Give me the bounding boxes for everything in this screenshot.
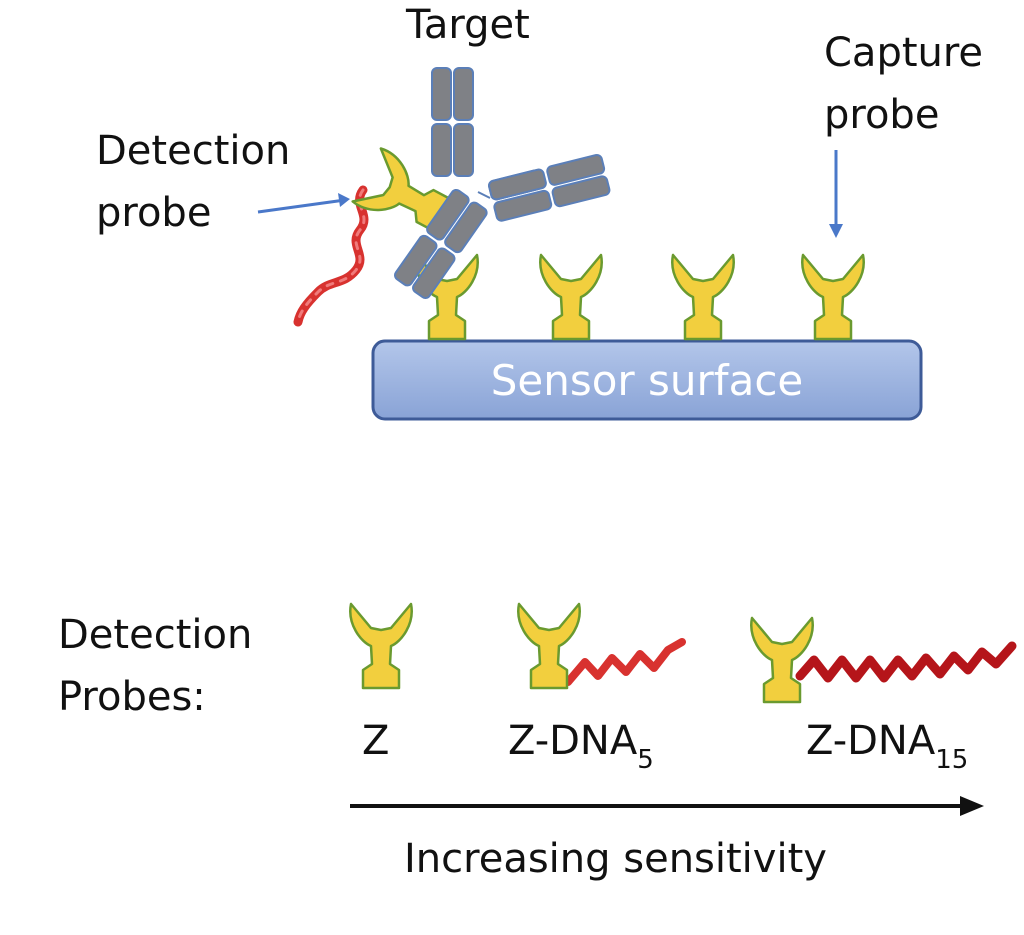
sensor-surface	[371, 339, 923, 421]
probe-label-z: Z	[362, 718, 390, 764]
capture-probe	[801, 253, 865, 341]
probe-label-z-dna15: Z-DNA15	[806, 718, 969, 775]
capture-probe	[671, 253, 735, 341]
sensitivity-label: Increasing sensitivity	[404, 836, 827, 882]
probe-z-dna5	[517, 602, 686, 690]
capture-probe	[539, 253, 603, 341]
probe-label-z-dna5: Z-DNA5	[508, 718, 654, 775]
capture-probe-arrow	[829, 150, 843, 238]
dna-strand	[293, 185, 369, 327]
probe-z-dna15	[750, 616, 1017, 704]
detection-probe-arrow	[257, 193, 350, 214]
detection-probes-heading: Detection Probes:	[58, 612, 253, 720]
target-label: Target	[406, 2, 530, 48]
capture-probe-label: Capture probe	[824, 30, 984, 138]
sensitivity-arrow	[350, 796, 984, 816]
sensor-surface-label: Sensor surface	[490, 356, 804, 405]
probe-z	[349, 602, 413, 690]
target-antibody	[392, 67, 611, 301]
detection-probe-label: Detection probe	[96, 128, 291, 236]
